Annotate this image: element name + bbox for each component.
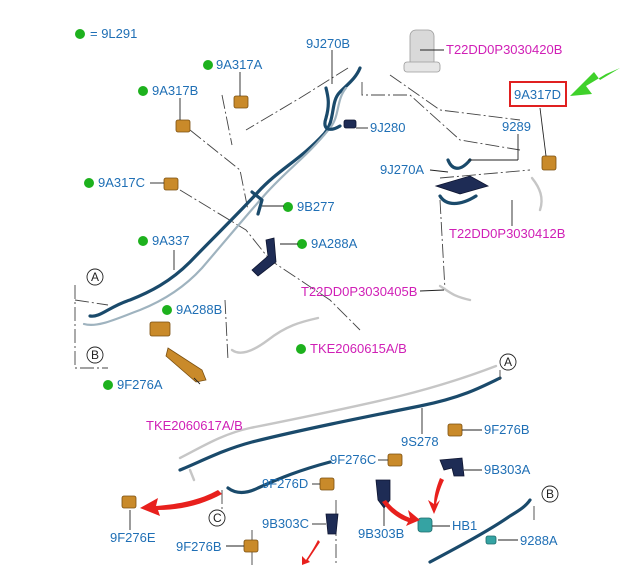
part-9a317a [233,95,249,109]
callouts-lower: A B C [208,353,559,527]
label-9s278: 9S278 [401,434,439,449]
labels-lower: TKE2060617A/B 9S278 9F276B 9F276C 9B303A… [110,418,558,554]
callout-a-top [86,268,104,286]
red-arrow-9f276e [140,490,222,516]
callout-c-bottom [208,509,226,527]
part-9f276b-bottom [243,539,259,553]
part-t22-412b [530,176,543,212]
legend-text: = 9L291 [90,26,137,41]
label-9f276d: 9F276D [262,476,308,491]
part-9f276a-rod [165,347,207,383]
part-9288a-clip [485,535,497,545]
part-9a288b [149,321,171,337]
part-9j270a [434,158,490,206]
label-tke615: TKE2060615A/B [310,341,407,356]
pointer-arrow-green [570,68,620,96]
label-9b303c: 9B303C [262,516,309,531]
part-9b303c [325,513,339,535]
part-9a317c [163,177,179,191]
label-9a317d: 9A317D [514,87,561,102]
parts-upper [149,29,557,383]
label-hb1: HB1 [452,518,477,533]
svg-text:C: C [213,511,222,525]
label-9289: 9289 [502,119,531,134]
svg-text:A: A [91,270,99,284]
svg-text:B: B [546,487,554,501]
part-9f276d [319,477,335,491]
part-9a317d [541,155,557,171]
pump-module [403,29,441,73]
label-t22-412b: T22DD0P3030412B [449,226,565,241]
red-arrow-9b303c [302,540,320,565]
part-9f276e [121,495,137,509]
label-t22-420b: T22DD0P3030420B [446,42,562,57]
part-9a288a [251,237,277,277]
label-9f276c: 9F276C [330,452,376,467]
leaders-lower [129,408,518,547]
label-9a337: 9A337 [152,233,190,248]
pipes-lower [178,364,532,564]
callouts-upper: A B [86,268,104,364]
label-9f276e: 9F276E [110,530,156,545]
label-9j270b: 9J270B [306,36,350,51]
svg-text:A: A [504,355,512,369]
part-9j280 [343,119,357,129]
pointer-arrows-red [140,478,444,565]
label-9f276b-bottom: 9F276B [176,539,222,554]
label-9a288a: 9A288A [311,236,358,251]
label-9288a: 9288A [520,533,558,548]
label-9f276b-right: 9F276B [484,422,530,437]
label-9j280: 9J280 [370,120,405,135]
label-9b303b: 9B303B [358,526,404,541]
label-9a317c: 9A317C [98,175,145,190]
part-hb1 [417,517,433,533]
callout-b-top [86,346,104,364]
part-9f276b-right [447,423,463,437]
labels-upper: 9J270B T22DD0P3030420B 9A317A 9A317B 9A3… [98,36,567,392]
callout-a-bottom [499,353,517,371]
callout-b-bottom [541,485,559,503]
label-tke617: TKE2060617A/B [146,418,243,433]
part-9b303a [439,457,465,477]
label-9b303a: 9B303A [484,462,531,477]
svg-text:B: B [91,348,99,362]
dots-9l291 [84,60,307,390]
parts-lower [121,423,497,553]
label-9a317a: 9A317A [216,57,263,72]
label-9a288b: 9A288B [176,302,222,317]
label-9a317b: 9A317B [152,83,198,98]
red-arrow-hb1 [382,500,420,526]
leaders-upper [150,49,547,385]
legend-dot [75,29,85,39]
highlight-box-9a317d [509,81,567,107]
label-t22-405b: T22DD0P3030405B [301,284,417,299]
pipes-upper [82,66,472,354]
label-9j270a: 9J270A [380,162,424,177]
part-9a317b [175,119,191,133]
legend: = 9L291 [75,26,137,41]
red-arrow-9b303a [428,478,444,514]
label-9b277: 9B277 [297,199,335,214]
part-9f276c [387,453,403,467]
label-9f276a: 9F276A [117,377,163,392]
